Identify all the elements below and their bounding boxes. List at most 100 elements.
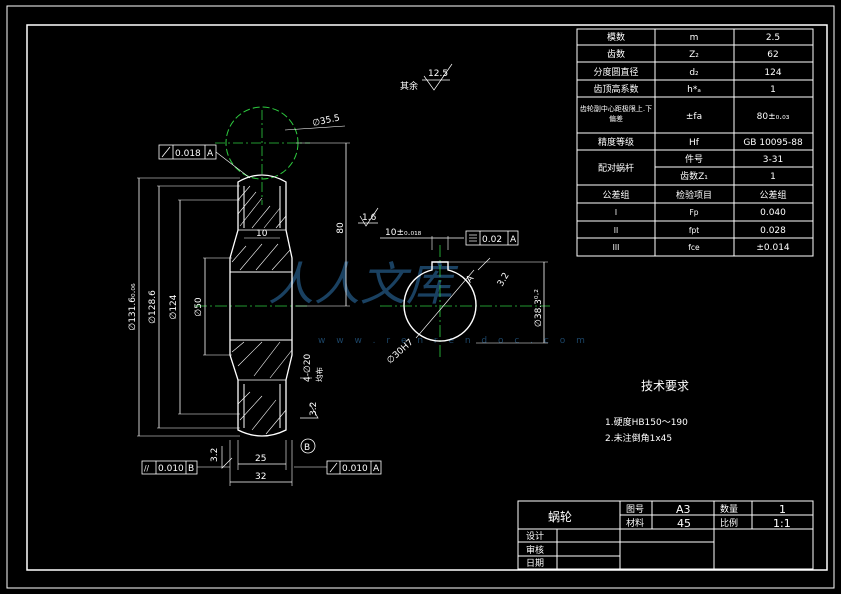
- tb-qty: 1: [779, 503, 786, 516]
- hatch-upper: [231, 185, 291, 271]
- gdt-runout-top: 0.018 A: [158, 144, 251, 179]
- param-pitch-val: 124: [764, 68, 781, 78]
- param-center-label: 齿轮副中心距极限上.下偏差: [579, 105, 653, 123]
- param-mate-label: 配对蜗杆: [598, 162, 634, 174]
- param-addendum-sym: h*ₐ: [687, 85, 701, 95]
- watermark-url: w w w . r e n r e n d o c . c o m: [318, 336, 589, 346]
- surface-rest-val: 12.5: [428, 69, 448, 79]
- inner-frame: [26, 24, 828, 571]
- tol-row-2-val: 0.028: [760, 226, 786, 236]
- datum-a-label: A: [465, 273, 477, 285]
- tb-chart-no-label: 图号: [626, 504, 644, 515]
- datum-b-mark: [300, 438, 316, 454]
- gdt-runout-top-ref: A: [207, 149, 214, 159]
- tb-material: 45: [677, 517, 691, 530]
- hatch-lower: [231, 341, 293, 435]
- surface-bore: 3.2: [496, 271, 512, 288]
- param-grade-val: GB 10095-88: [743, 138, 803, 148]
- param-center-val: 80±₀.₀₃: [757, 112, 790, 122]
- param-module-label: 模数: [607, 31, 625, 43]
- param-center-label-box: 齿轮副中心距极限上.下偏差: [579, 105, 653, 123]
- surface-rest-label: 其余: [400, 80, 418, 92]
- tb-chart-no: A3: [676, 503, 691, 516]
- gdt-symmetry-val: 0.02: [482, 235, 502, 245]
- param-pitch-label: 分度圆直径: [593, 66, 638, 78]
- dim-root-dia: ∅128.6: [148, 290, 158, 324]
- title-block-text: 蜗轮 图号 A3 数量 1 材料 45 比例 1:1 设计 审核 日期: [526, 503, 791, 569]
- tech-item-1: 1.硬度HB150～190: [605, 416, 688, 428]
- tol-row-1-item: Fp: [689, 208, 698, 217]
- watermark-text: 人人文库: [268, 257, 459, 311]
- dim-bore: ∅38.3⁰·²: [534, 289, 544, 327]
- param-table-text: 模数 m 2.5 齿数 Z₂ 62 分度圆直径 d₂ 124 齿顶高系数 h*ₐ…: [579, 31, 803, 253]
- gdt-symmetry-ref: A: [510, 235, 517, 245]
- gdt-runout-bottom-ref: A: [373, 464, 380, 474]
- dim-web: 10: [256, 229, 268, 239]
- param-mate-part-val: 3-31: [763, 155, 783, 165]
- param-teeth-label: 齿数: [607, 48, 625, 60]
- tol-row-3-val: ±0.014: [756, 243, 790, 253]
- param-module-val: 2.5: [766, 33, 780, 43]
- tb-scale-label: 比例: [720, 517, 738, 529]
- datum-b-label: B: [304, 443, 310, 453]
- tol-row-2-group: II: [614, 226, 618, 235]
- tech-requirements: 技术要求 1.硬度HB150～190 2.未注倒角1x45: [605, 379, 689, 444]
- tb-qty-label: 数量: [720, 503, 738, 515]
- tb-date-label: 日期: [526, 558, 544, 569]
- surface-lower-left: 3.2: [210, 448, 220, 462]
- bore-view: A ∅30H7 10±₀.₀₁₈ 0.02 A 1.6 3.2 ∅38.3⁰·²: [358, 207, 550, 366]
- wheel-outline: [229, 174, 293, 437]
- param-mate-teeth-label: 齿数Z₁: [680, 170, 708, 182]
- tol-row-1-val: 0.040: [760, 208, 786, 218]
- section-view: ∅131.6₀.₀₆ ∅128.6 ∅124 ∅50 80 ∅35.5 10 4…: [128, 106, 382, 486]
- dim-pitch-dia: ∅124: [169, 294, 179, 319]
- param-center-sym: ±fa: [686, 112, 702, 122]
- param-mate-part-label: 件号: [685, 153, 703, 165]
- tech-title: 技术要求: [641, 379, 689, 393]
- tol-row-3-group: III: [613, 243, 620, 252]
- bore-outline: [403, 261, 477, 342]
- dim-keyway: 10±₀.₀₁₈: [385, 228, 422, 238]
- param-module-sym: m: [690, 33, 699, 43]
- param-addendum-label: 齿顶高系数: [593, 83, 638, 95]
- surface-rest: 其余 12.5: [400, 63, 453, 92]
- dim-outer-dia: ∅131.6₀.₀₆: [128, 283, 138, 331]
- gdt-parallel-val: 0.010: [158, 464, 184, 474]
- title-block: [517, 500, 814, 570]
- tech-item-2: 2.未注倒角1x45: [605, 432, 672, 444]
- tb-review-label: 审核: [526, 544, 544, 556]
- dim-width-25: 25: [255, 454, 266, 464]
- svg-text://: //: [144, 464, 150, 473]
- gdt-parallel-ref: B: [188, 464, 194, 474]
- tb-design-label: 设计: [526, 530, 544, 542]
- tb-part-name: 蜗轮: [548, 509, 572, 524]
- tol-header-0: 公差组: [602, 189, 629, 201]
- param-table: [576, 28, 814, 257]
- tol-row-3-item: fce: [688, 243, 700, 252]
- dim-hole: 4-∅20: [303, 353, 313, 382]
- param-grade-label: 精度等级: [598, 136, 634, 148]
- tol-row-2-item: fpt: [689, 226, 699, 235]
- param-pitch-sym: d₂: [689, 68, 699, 78]
- param-teeth-sym: Z₂: [689, 50, 699, 60]
- tol-header-1: 检验项目: [676, 189, 712, 201]
- gdt-runout-top-val: 0.018: [175, 149, 201, 159]
- tb-scale: 1:1: [773, 517, 791, 530]
- tol-row-1-group: I: [615, 208, 617, 217]
- dim-center-distance: 80: [336, 222, 346, 234]
- gdt-runout-bottom-val: 0.010: [342, 464, 368, 474]
- dim-width-32: 32: [255, 472, 266, 482]
- dim-hole-sub: 均布: [314, 367, 324, 382]
- surface-right: 3.2: [309, 402, 319, 416]
- tol-header-2: 公差组: [759, 189, 786, 201]
- param-teeth-val: 62: [767, 50, 778, 60]
- tb-material-label: 材料: [626, 517, 644, 529]
- gdt-runout-bottom: 0.010 A: [294, 460, 382, 475]
- outer-frame: [6, 5, 835, 589]
- param-addendum-val: 1: [770, 85, 776, 95]
- gdt-symmetry: 0.02 A: [465, 230, 519, 246]
- surface-keyway: 1.6: [362, 213, 377, 223]
- param-grade-sym: Hf: [689, 138, 700, 148]
- dim-hub-dia: ∅50: [194, 297, 204, 317]
